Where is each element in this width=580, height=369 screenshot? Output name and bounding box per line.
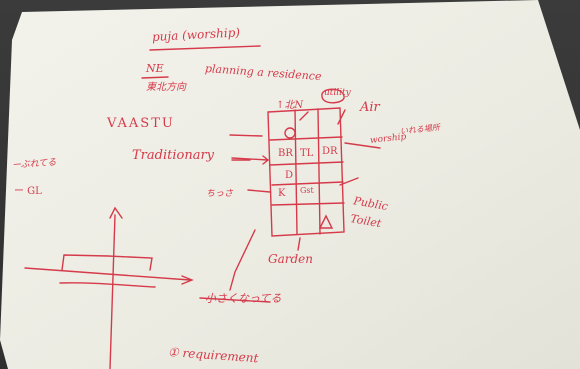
bottom-jp: 小さくなってる	[205, 292, 282, 305]
air-label: Air	[360, 100, 380, 115]
tag-arrow	[247, 189, 271, 193]
garden-line	[297, 237, 301, 251]
cell-dr: DR	[322, 146, 338, 157]
x-axis	[24, 267, 191, 281]
utility-label: utility	[324, 88, 351, 98]
graph-curve	[61, 254, 153, 271]
cell-tl: TL	[300, 148, 314, 159]
y-axis	[109, 214, 116, 369]
vaastu-title: VAASTU	[107, 116, 175, 131]
trad-arrow	[231, 157, 269, 161]
north-label: ↑北N	[276, 100, 304, 111]
ne-bottom: 東北方向	[146, 82, 186, 93]
triangle-mark	[318, 214, 334, 229]
toilet-line	[339, 177, 359, 186]
bottom-line	[229, 229, 256, 291]
utility-circle	[321, 88, 345, 104]
floorplan-outline	[267, 107, 345, 237]
cell-k: K	[278, 188, 286, 199]
left-note-2: ー GL	[14, 186, 42, 197]
circle-mark	[284, 127, 296, 139]
worship-line	[344, 142, 381, 149]
cell-guest: Gst	[300, 186, 314, 195]
garden-label: Garden	[268, 252, 313, 266]
cell-br: BR	[278, 148, 293, 159]
ne-underline	[141, 76, 169, 79]
cell-d: D	[285, 170, 294, 181]
ne-top: NE	[146, 62, 164, 75]
air-arrow	[337, 109, 346, 125]
traditionary-note: Traditionary	[132, 148, 215, 163]
tag-left: ちっさ	[206, 189, 234, 199]
header-underline	[149, 45, 261, 51]
